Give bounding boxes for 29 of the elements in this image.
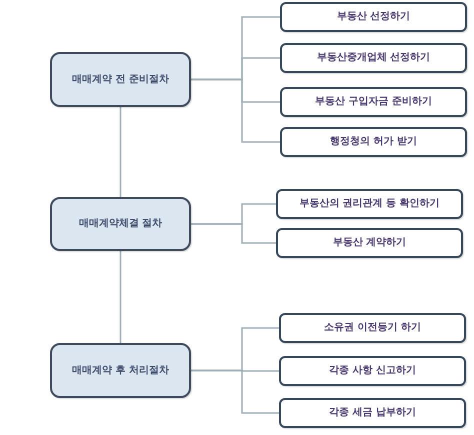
connector-line xyxy=(120,107,122,197)
step-box xyxy=(276,228,463,258)
stage-box xyxy=(50,52,191,107)
stage-box xyxy=(50,197,191,251)
box-label: 각종 사항 신고하기 xyxy=(329,365,416,377)
box-label: 부동산중개업체 선정하기 xyxy=(316,52,430,64)
box-label: 부동산 계약하기 xyxy=(332,237,406,249)
box-label: 각종 세금 납부하기 xyxy=(329,407,416,419)
box-label: 행정청의 허가 받기 xyxy=(330,136,417,148)
step-box xyxy=(279,356,466,386)
step-box xyxy=(279,313,466,343)
step-box xyxy=(280,87,467,117)
box-label: 부동산 구입자금 준비하기 xyxy=(315,96,432,108)
connector-line xyxy=(120,251,122,343)
connector-line xyxy=(191,370,279,414)
step-box xyxy=(280,43,467,73)
box-label: 부동산의 권리관계 등 확인하기 xyxy=(299,198,440,210)
box-label: 매매계약 후 처리절차 xyxy=(72,364,169,376)
connector-line xyxy=(191,78,280,143)
step-box xyxy=(280,127,467,157)
box-label: 부동산 선정하기 xyxy=(336,11,410,23)
box-label: 매매계약 전 준비절차 xyxy=(72,74,169,86)
step-box xyxy=(276,189,463,219)
box-label: 매매계약체결 절차 xyxy=(78,218,162,230)
connector-line xyxy=(191,223,276,244)
step-box xyxy=(279,398,466,428)
box-label: 소유권 이전등기 하기 xyxy=(324,322,421,334)
step-box xyxy=(280,2,467,32)
stage-box xyxy=(50,343,191,398)
